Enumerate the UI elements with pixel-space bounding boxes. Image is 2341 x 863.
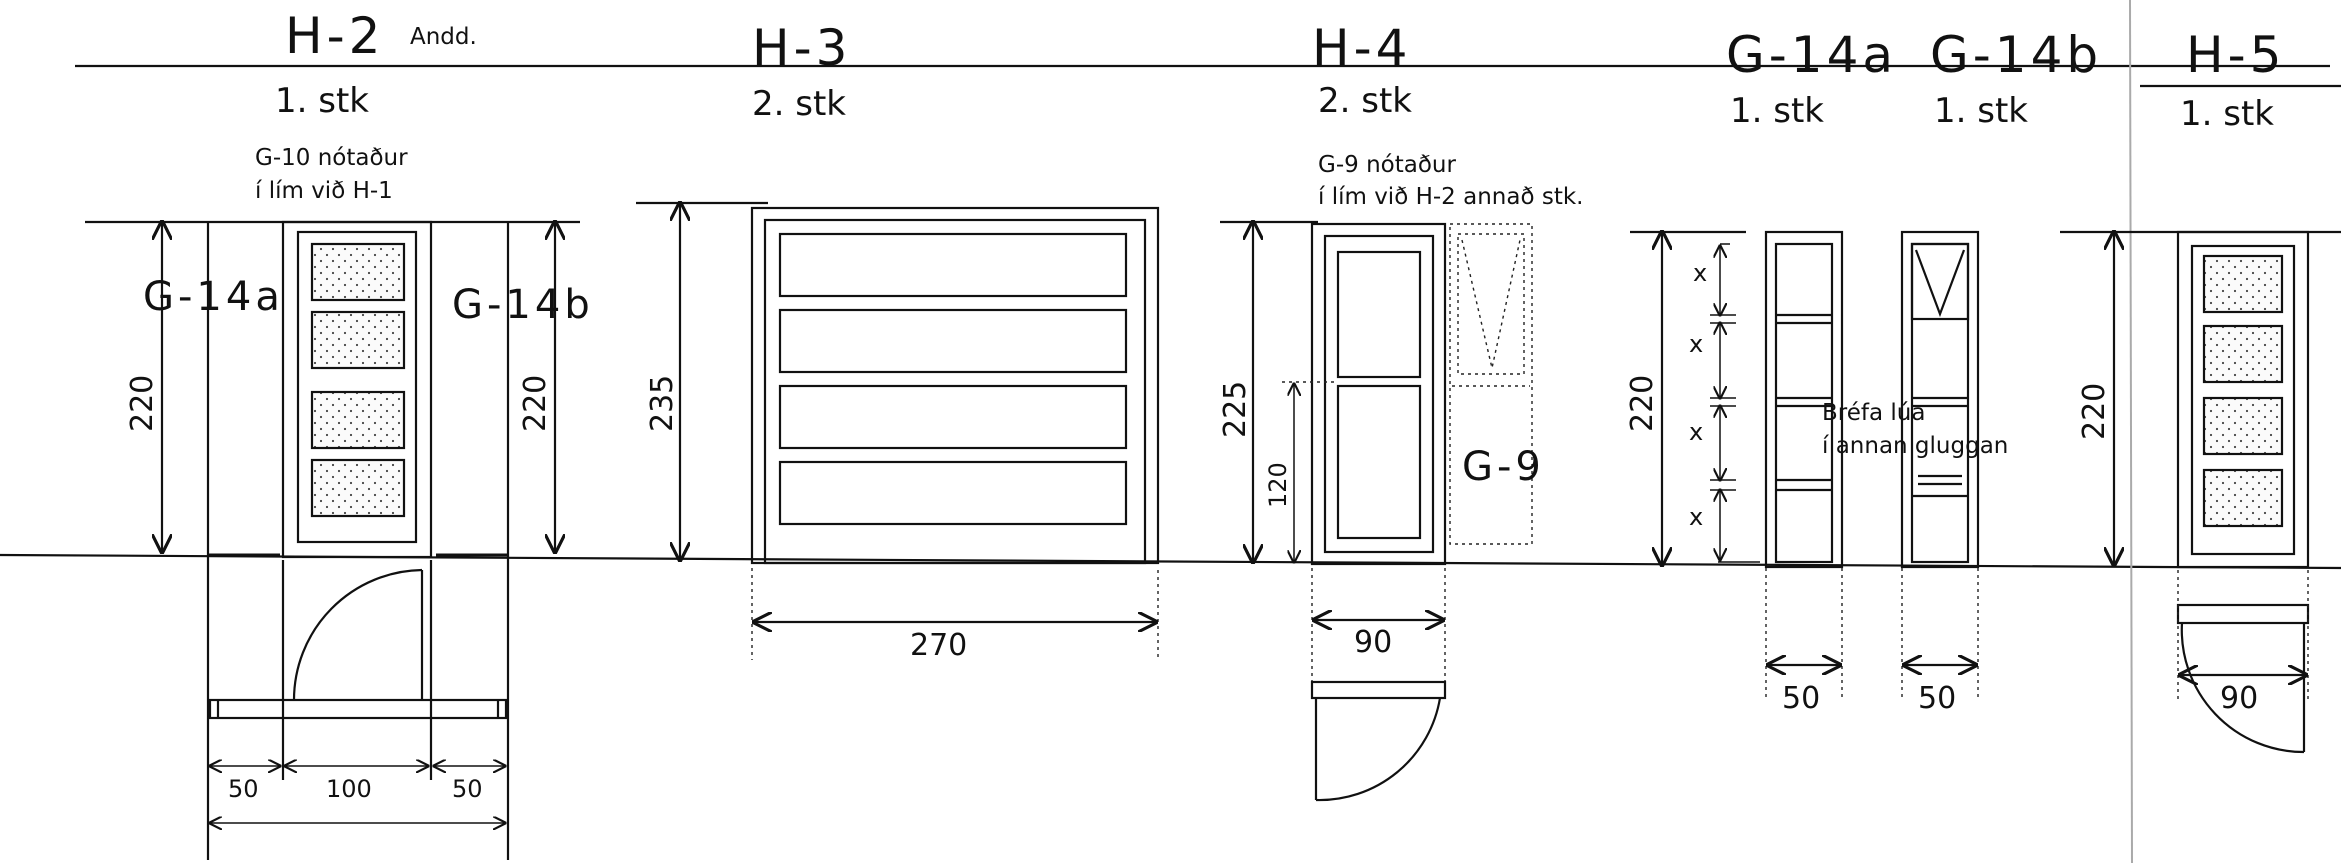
h5-plan-threshold bbox=[2176, 603, 2310, 625]
h2-glass-panel bbox=[310, 242, 406, 302]
g14a-segment-label: x bbox=[1689, 418, 1703, 446]
g14b-width-label: 50 bbox=[1918, 681, 1956, 716]
h4-qty: 2. stk bbox=[1318, 81, 1412, 121]
h5-width-label: 90 bbox=[2220, 681, 2258, 716]
g14b-qty: 1. stk bbox=[1934, 91, 2028, 131]
h3-door-panel bbox=[778, 460, 1128, 526]
h2-door-frame bbox=[281, 220, 433, 559]
h2-plan-threshold bbox=[208, 698, 508, 720]
h5-glass-panel bbox=[2202, 468, 2284, 528]
g14b-note-line2: í annan gluggan bbox=[1822, 433, 2008, 459]
g14b-window-frame bbox=[1900, 230, 1980, 569]
window-g14b: G-14b 1. stk Bréfa lúa í annan gluggan 5… bbox=[1822, 26, 2102, 716]
h2-note-line2: í lím við H-1 bbox=[255, 178, 393, 204]
g14a-segment-label: x bbox=[1689, 330, 1703, 358]
h2-height-right-label: 220 bbox=[518, 375, 553, 432]
h5-door-swing-arc bbox=[2180, 622, 2305, 754]
h5-glass-panel bbox=[2202, 254, 2284, 314]
h2-glass-panel bbox=[310, 390, 406, 450]
h2-height-label: 220 bbox=[125, 375, 160, 432]
h4-door-swing-arc bbox=[1315, 697, 1442, 802]
window-g14a: G-14a 1. stk 220 x x x x 50 bbox=[1625, 26, 1897, 716]
door-h5: H-5 1. stk 220 90 bbox=[2060, 26, 2341, 754]
g9-side-window-outline bbox=[1449, 223, 1533, 545]
h3-height-label: 235 bbox=[645, 375, 680, 432]
h2-title: H-2 bbox=[285, 7, 384, 65]
g14b-title: G-14b bbox=[1930, 26, 2102, 84]
h4-width-label: 90 bbox=[1354, 625, 1392, 660]
h2-width-left-label: 50 bbox=[228, 775, 259, 803]
g14b-note-line1: Bréfa lúa bbox=[1822, 400, 1925, 426]
h4-plan-threshold bbox=[1310, 680, 1447, 700]
h2-glass-panel bbox=[310, 310, 406, 370]
h4-door-lower-panel bbox=[1336, 384, 1422, 540]
h4-title: H-4 bbox=[1312, 19, 1411, 77]
h2-width-right-label: 50 bbox=[452, 775, 483, 803]
g14a-height-label: 220 bbox=[1625, 375, 1660, 432]
h3-door-panel bbox=[778, 308, 1128, 374]
h4-note-line2: í lím við H-2 annað stk. bbox=[1318, 184, 1583, 210]
h3-width-label: 270 bbox=[910, 628, 967, 663]
g14a-segment-label: x bbox=[1693, 259, 1707, 287]
h5-door-frame bbox=[2176, 230, 2310, 569]
h5-title: H-5 bbox=[2186, 26, 2285, 84]
g14a-title: G-14a bbox=[1726, 26, 1897, 84]
h3-title: H-3 bbox=[752, 19, 851, 77]
h3-door-panel bbox=[778, 232, 1128, 298]
g14b-window-opening-marker bbox=[1914, 249, 1966, 318]
g14a-qty: 1. stk bbox=[1730, 91, 1824, 131]
g9-label: G-9 bbox=[1462, 444, 1545, 490]
h5-qty: 1. stk bbox=[2180, 94, 2274, 134]
g14a-segment-label: x bbox=[1689, 503, 1703, 531]
h2-door-swing-arc bbox=[292, 568, 423, 701]
h4-height-label: 225 bbox=[1218, 381, 1253, 438]
h4-note-line1: G-9 nótaður bbox=[1318, 152, 1456, 178]
h3-door-panel bbox=[778, 384, 1128, 450]
h5-height-label: 220 bbox=[2077, 383, 2112, 440]
h2-qty: 1. stk bbox=[275, 81, 369, 121]
h3-qty: 2. stk bbox=[752, 84, 846, 124]
g14a-window-frame bbox=[1764, 230, 1844, 569]
h2-note-line1: G-10 nótaður bbox=[255, 145, 408, 171]
h2-glass-panel bbox=[310, 458, 406, 518]
door-h3: H-3 2. stk 235 270 bbox=[636, 19, 1160, 663]
sheet-fold-line bbox=[2129, 0, 2133, 863]
h2-side-right-label: G-14b bbox=[452, 282, 594, 328]
h5-glass-panel bbox=[2202, 396, 2284, 456]
h5-glass-panel bbox=[2202, 324, 2284, 384]
h4-door-frame bbox=[1310, 222, 1447, 566]
h2-side-left-label: G-14a bbox=[143, 274, 284, 320]
h2-suffix: Andd. bbox=[410, 24, 477, 50]
g9-window-opening-marker bbox=[1461, 239, 1521, 369]
door-h2: H-2 Andd. 1. stk G-10 nótaður í lím við … bbox=[85, 7, 594, 860]
h2-width-mid-label: 100 bbox=[326, 775, 372, 803]
door-h4: H-4 2. stk G-9 nótaður í lím við H-2 ann… bbox=[1218, 19, 1583, 802]
h4-sub-height-label: 120 bbox=[1264, 462, 1292, 508]
h4-door-upper-panel bbox=[1336, 250, 1422, 379]
g14a-width-label: 50 bbox=[1782, 681, 1820, 716]
